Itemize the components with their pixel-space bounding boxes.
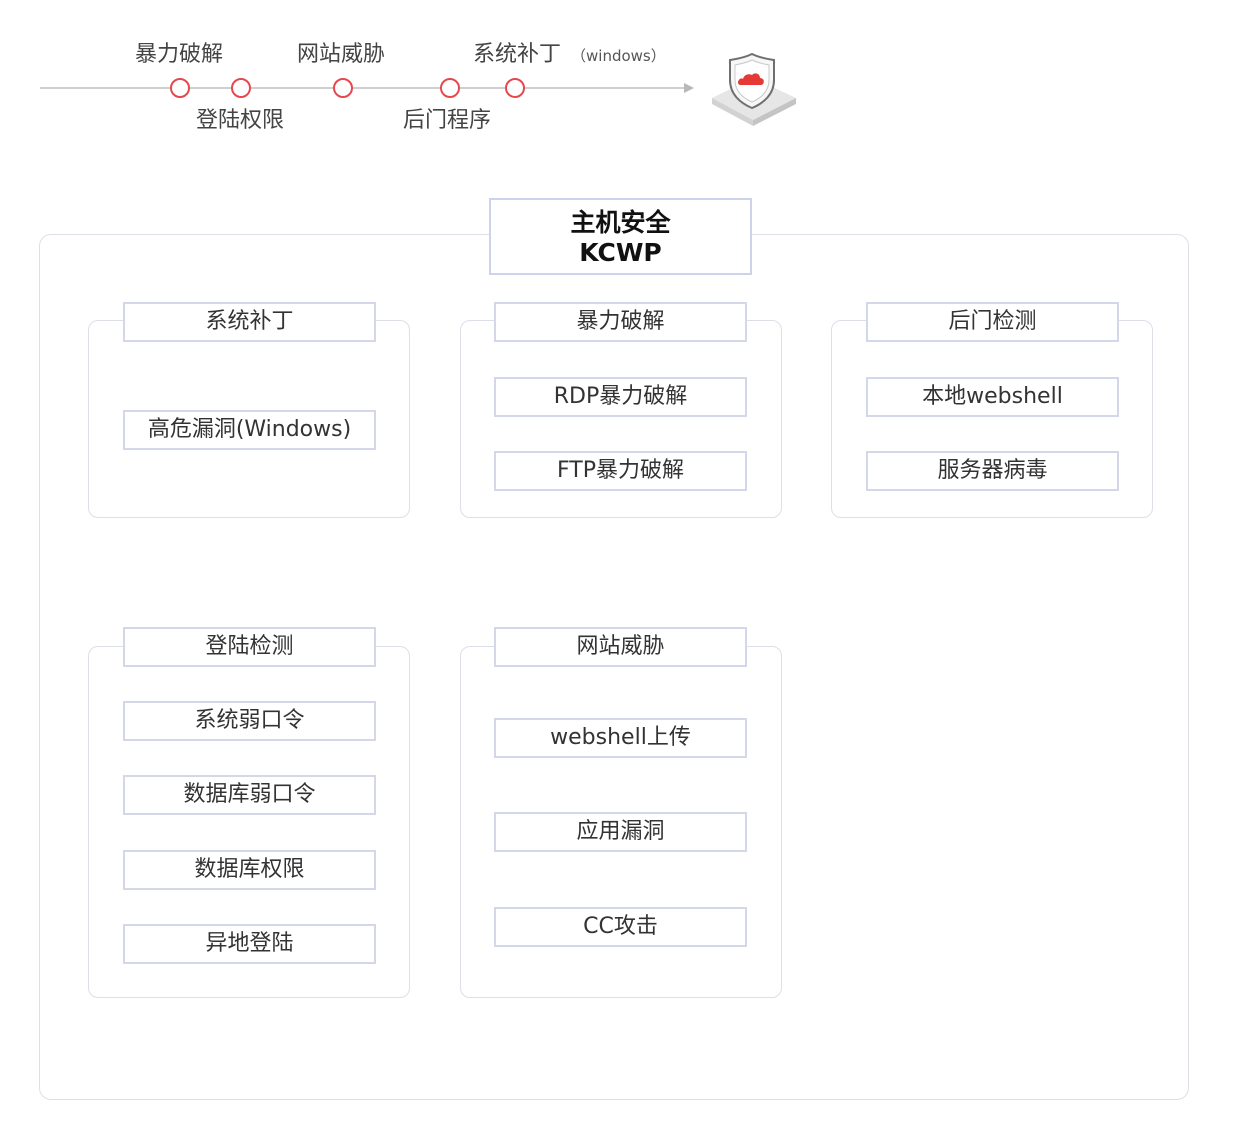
- timeline-label-backdoor: 后门程序: [403, 108, 492, 133]
- title-line-cn: 主机安全: [570, 208, 671, 237]
- timeline-label-login-permission: 登陆权限: [196, 108, 285, 133]
- group-header-system-patch: 系统补丁: [123, 302, 376, 342]
- item-database-weak-password: 数据库弱口令: [123, 775, 376, 815]
- timeline-sublabel-windows: （windows）: [571, 47, 666, 65]
- timeline-node: [440, 78, 460, 98]
- item-ftp-brute-force: FTP暴力破解: [494, 451, 747, 491]
- timeline-node: [333, 78, 353, 98]
- cloud-shield-icon: [708, 48, 798, 128]
- timeline-label-brute-force: 暴力破解: [135, 42, 224, 67]
- timeline-label-system-patch: 系统补丁 （windows）: [473, 41, 666, 70]
- group-header-brute-force: 暴力破解: [494, 302, 747, 342]
- item-rdp-brute-force: RDP暴力破解: [494, 377, 747, 417]
- timeline-node: [231, 78, 251, 98]
- group-header-web-threat: 网站威胁: [494, 627, 747, 667]
- item-webshell-upload: webshell上传: [494, 718, 747, 758]
- timeline-line: [40, 87, 686, 89]
- title-line-en: KCWP: [579, 238, 662, 267]
- host-security-title: 主机安全 KCWP: [489, 198, 752, 275]
- item-app-vulnerability: 应用漏洞: [494, 812, 747, 852]
- group-header-login-detection: 登陆检测: [123, 627, 376, 667]
- item-system-weak-password: 系统弱口令: [123, 701, 376, 741]
- timeline-arrow-icon: [684, 83, 694, 93]
- timeline-label-web-threat: 网站威胁: [297, 42, 386, 67]
- timeline-label-system-patch-text: 系统补丁: [473, 42, 562, 67]
- timeline-node: [505, 78, 525, 98]
- item-high-risk-vuln-windows: 高危漏洞(Windows): [123, 410, 376, 450]
- group-header-backdoor-detection: 后门检测: [866, 302, 1119, 342]
- item-remote-login: 异地登陆: [123, 924, 376, 964]
- item-local-webshell: 本地webshell: [866, 377, 1119, 417]
- item-server-virus: 服务器病毒: [866, 451, 1119, 491]
- item-database-permission: 数据库权限: [123, 850, 376, 890]
- timeline-node: [170, 78, 190, 98]
- item-cc-attack: CC攻击: [494, 907, 747, 947]
